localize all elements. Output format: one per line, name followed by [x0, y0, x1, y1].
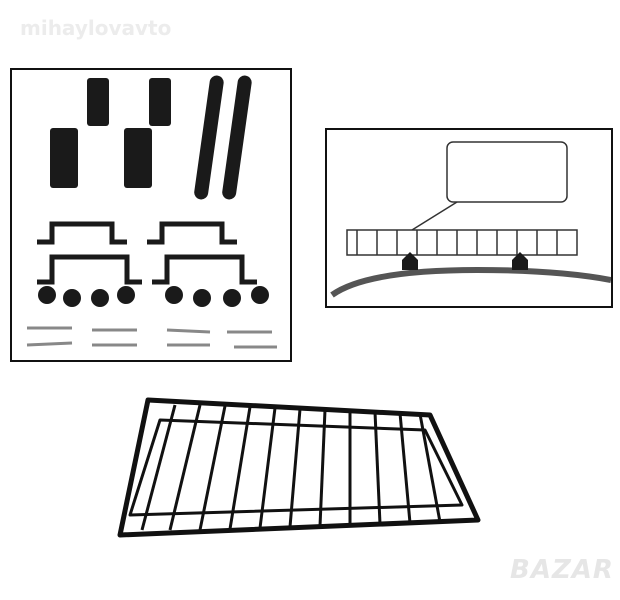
- rubber-pad: [124, 128, 152, 188]
- rubber-pad: [87, 78, 109, 126]
- car-roof: [330, 266, 611, 298]
- mounting-parts-illustration: [26, 75, 277, 349]
- bracket: [37, 254, 142, 285]
- installation-diagram: [330, 141, 611, 298]
- installation-diagram-panel: [325, 128, 613, 308]
- bracket: [37, 221, 127, 245]
- watermark-bazar: BAZAR: [510, 555, 614, 585]
- rubber-pad: [50, 128, 78, 188]
- basket-outline: [346, 229, 578, 256]
- watermark-mihaylovavto: mihaylovavto: [20, 16, 172, 40]
- rubber-pad: [149, 78, 171, 126]
- rubber-strip: [194, 75, 224, 200]
- detail-callout: [446, 141, 568, 203]
- mounting-kit-panel: [10, 68, 292, 362]
- rubber-strip: [222, 75, 252, 200]
